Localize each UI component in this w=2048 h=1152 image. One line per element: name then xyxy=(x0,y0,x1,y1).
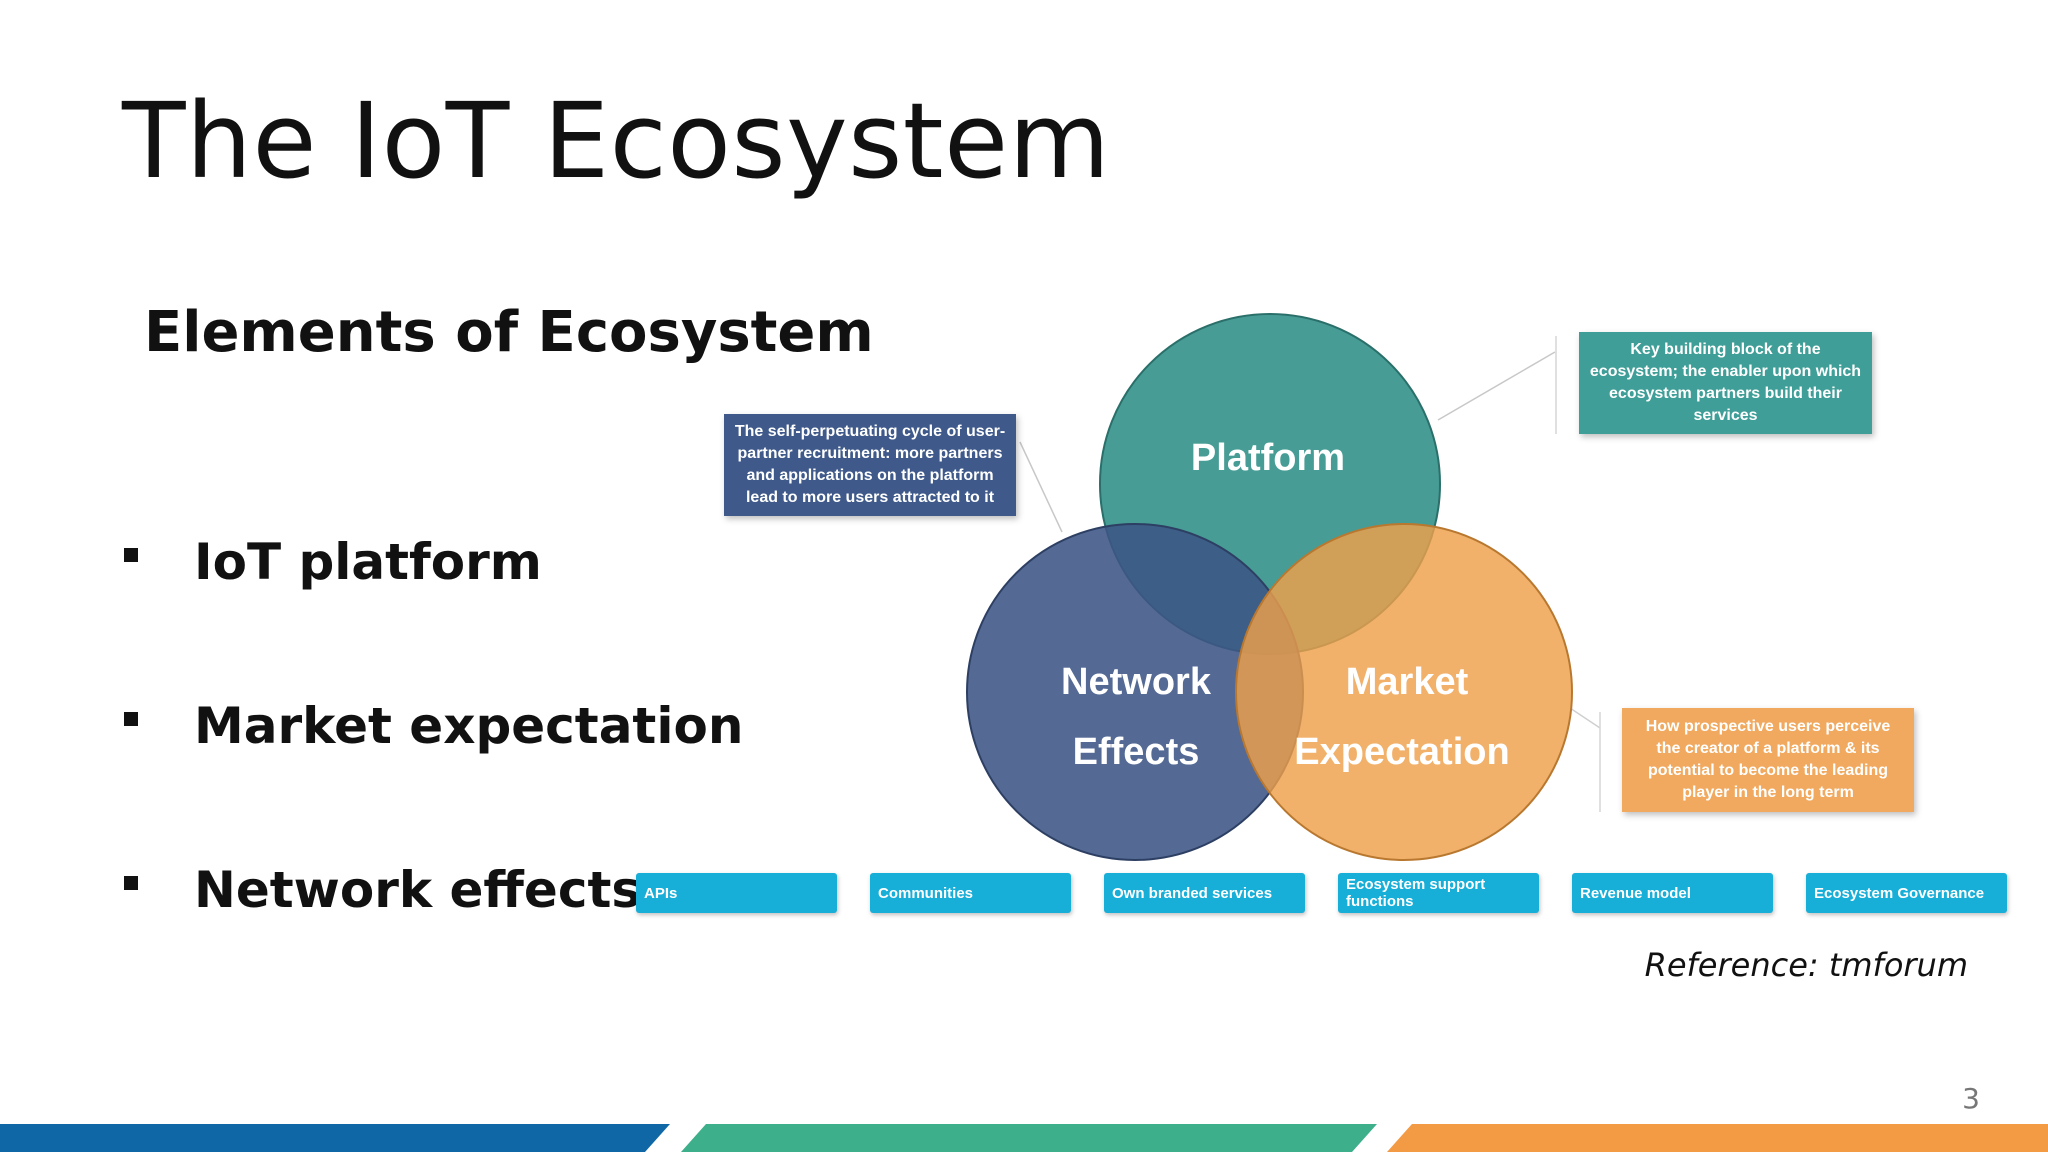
page-number: 3 xyxy=(1962,1082,1980,1115)
market-expectation-label-line1: Market xyxy=(1346,661,1469,703)
component-ecosystem-governance: Ecosystem Governance xyxy=(1806,873,2007,913)
component-apis: APIs xyxy=(636,873,837,913)
bullet-text: Market expectation xyxy=(194,697,744,755)
ecosystem-components-bar: APIs Communities Own branded services Ec… xyxy=(636,873,2007,913)
callout-market-expectation: How prospective users perceive the creat… xyxy=(1622,708,1914,812)
footer-stripes xyxy=(0,1124,2048,1152)
component-own-branded-services: Own branded services xyxy=(1104,873,1305,913)
leader-line-network xyxy=(1019,441,1063,533)
reference-note: Reference: tmforum xyxy=(1644,946,1968,984)
leader-line-platform xyxy=(1437,351,1556,421)
bullet-square-icon xyxy=(124,548,138,562)
leader-line-market xyxy=(1569,707,1601,729)
section-heading: Elements of Ecosystem xyxy=(144,300,874,365)
bullet-text: IoT platform xyxy=(194,533,542,591)
market-expectation-circle xyxy=(1235,523,1573,861)
component-communities: Communities xyxy=(870,873,1071,913)
footer-stripe-orange xyxy=(1387,1124,2048,1152)
component-ecosystem-support-functions: Ecosystem support functions xyxy=(1338,873,1539,913)
market-expectation-label-line2: Expectation xyxy=(1294,731,1509,773)
callout-platform: Key building block of the ecosystem; the… xyxy=(1579,332,1872,434)
bullet-square-icon xyxy=(124,712,138,726)
component-revenue-model: Revenue model xyxy=(1572,873,1773,913)
network-effects-label-line1: Network xyxy=(1061,661,1212,703)
bullet-square-icon xyxy=(124,876,138,890)
footer-stripe-blue xyxy=(0,1124,670,1152)
callout-network-effects: The self-perpetuating cycle of user-part… xyxy=(724,414,1016,516)
footer-stripe-green xyxy=(681,1124,1377,1152)
network-effects-label-line2: Effects xyxy=(1073,731,1200,773)
bullet-list: IoT platform Market expectation Network … xyxy=(124,480,743,972)
platform-label: Platform xyxy=(1191,437,1345,479)
bullet-item-iot-platform: IoT platform xyxy=(124,480,743,644)
bullet-item-market-expectation: Market expectation xyxy=(124,644,743,808)
slide-title: The IoT Ecosystem xyxy=(122,80,1111,202)
